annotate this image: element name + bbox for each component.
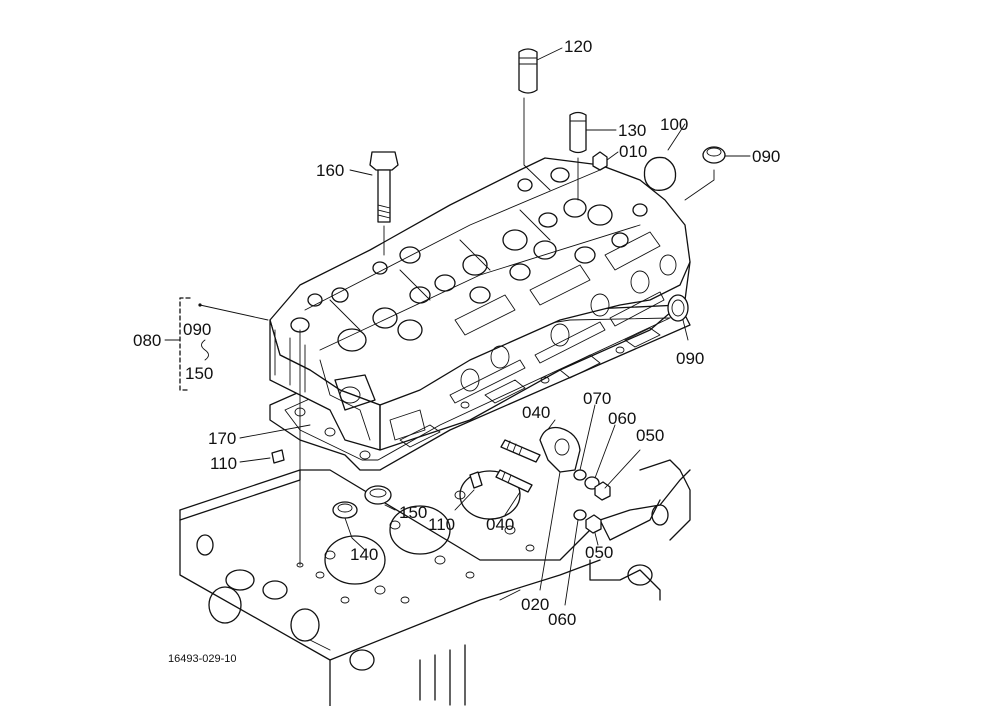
- label-090-group: 090: [183, 320, 211, 339]
- label-110-left: 110: [210, 454, 237, 473]
- label-060-bottom: 060: [548, 610, 576, 629]
- parts-and-leaders: [164, 47, 751, 606]
- label-170: 170: [208, 429, 236, 448]
- reference-code: 16493-029-10: [168, 653, 237, 665]
- label-070: 070: [583, 389, 611, 408]
- label-120: 120: [564, 37, 592, 56]
- label-080: 080: [133, 331, 161, 350]
- label-040-bottom: 040: [486, 515, 514, 534]
- label-010: 010: [619, 142, 647, 161]
- label-090-right: 090: [676, 349, 704, 368]
- label-160: 160: [316, 161, 344, 180]
- cylinder-head: [269, 157, 691, 451]
- label-150-group: 150: [185, 364, 213, 383]
- label-050-top: 050: [636, 426, 664, 445]
- label-020: 020: [521, 595, 549, 614]
- cylinder-block: [179, 459, 691, 706]
- label-060-top: 060: [608, 409, 636, 428]
- label-090-top: 090: [752, 147, 780, 166]
- label-150-bottom: 150: [399, 503, 427, 522]
- label-050-bottom: 050: [585, 543, 613, 562]
- label-140: 140: [350, 545, 378, 564]
- label-110-bottom: 110: [428, 515, 455, 534]
- label-040-top: 040: [522, 403, 550, 422]
- part-labels: 120 130 100 010 090 160 080 090 150 090 …: [133, 37, 780, 665]
- label-100: 100: [660, 115, 688, 134]
- label-130: 130: [618, 121, 646, 140]
